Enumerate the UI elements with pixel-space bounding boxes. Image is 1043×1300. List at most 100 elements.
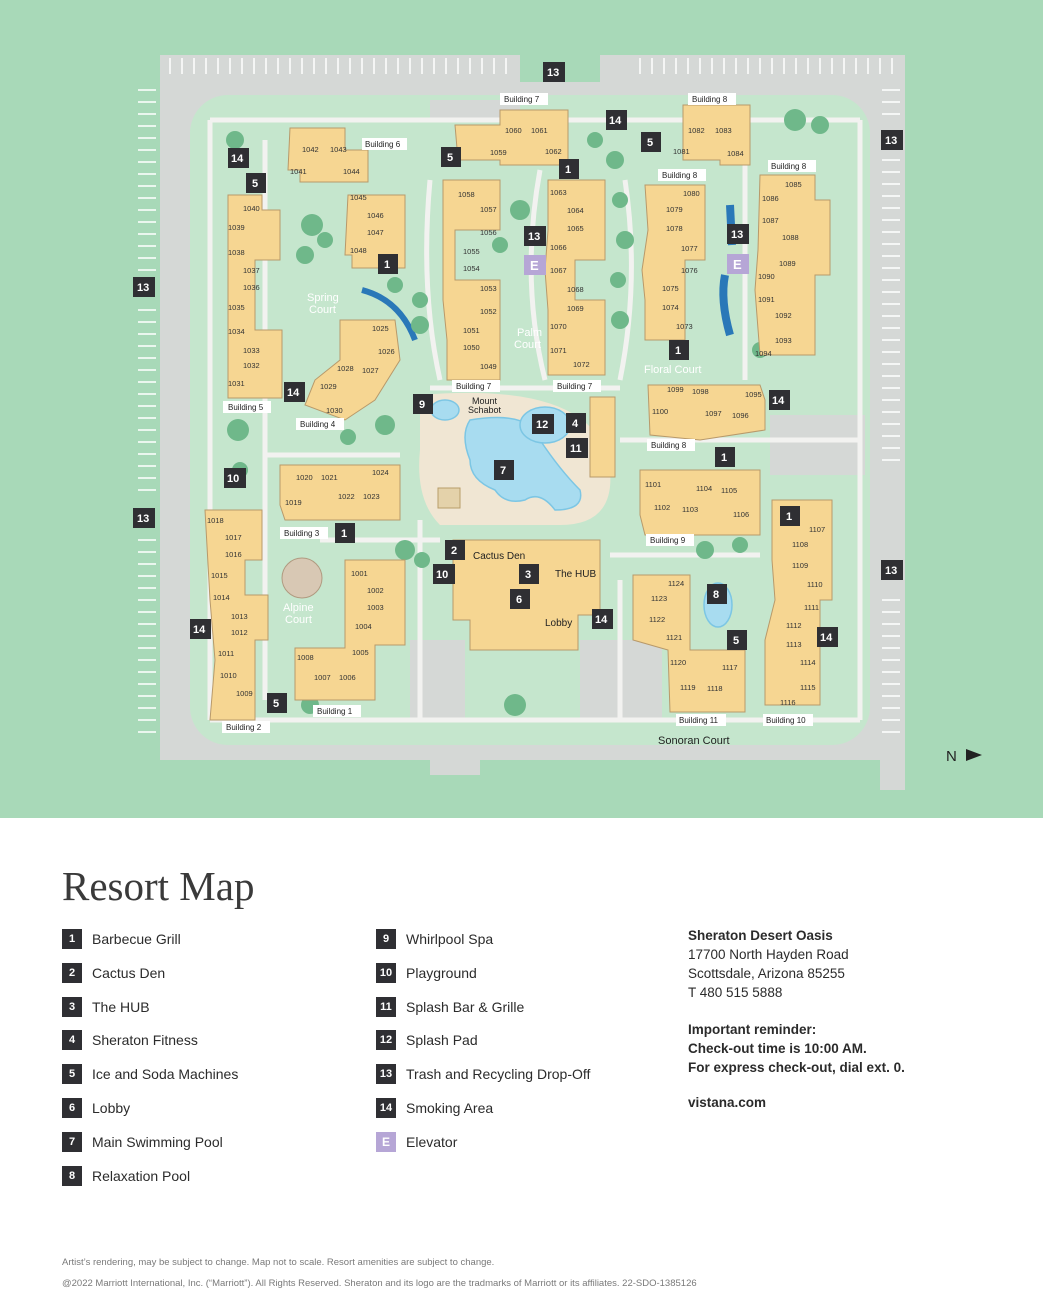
marker-13: 13 bbox=[881, 560, 903, 580]
svg-text:1048: 1048 bbox=[350, 246, 367, 255]
marker-13: 13 bbox=[133, 508, 155, 528]
svg-text:1019: 1019 bbox=[285, 498, 302, 507]
svg-text:1043: 1043 bbox=[330, 145, 347, 154]
svg-text:13: 13 bbox=[547, 67, 559, 79]
svg-text:1104: 1104 bbox=[696, 484, 712, 493]
legend-badge: 4 bbox=[62, 1030, 82, 1051]
marker-4: 4 bbox=[566, 413, 586, 433]
marker-1: 1 bbox=[559, 159, 579, 179]
phone-number: T 480 515 5888 bbox=[688, 985, 783, 1000]
svg-text:1085: 1085 bbox=[785, 180, 802, 189]
svg-text:1004: 1004 bbox=[355, 622, 372, 631]
marker-10: 10 bbox=[433, 564, 455, 584]
svg-text:1010: 1010 bbox=[220, 671, 237, 680]
svg-text:1040: 1040 bbox=[243, 204, 260, 213]
marker-7: 7 bbox=[494, 460, 514, 480]
svg-text:1030: 1030 bbox=[326, 406, 343, 415]
disclaimer-text: Artist’s rendering, may be subject to ch… bbox=[62, 1257, 495, 1268]
svg-text:1105: 1105 bbox=[721, 486, 737, 495]
svg-text:1005: 1005 bbox=[352, 648, 369, 657]
svg-text:1061: 1061 bbox=[531, 126, 548, 135]
marker-11: 11 bbox=[566, 438, 588, 458]
svg-text:1023: 1023 bbox=[363, 492, 380, 501]
svg-text:1102: 1102 bbox=[654, 503, 670, 512]
alpine-court-label-1: Alpine bbox=[283, 602, 314, 614]
legend-label: Whirlpool Spa bbox=[406, 931, 494, 947]
website-link[interactable]: vistana.com bbox=[688, 1095, 767, 1110]
svg-text:1103: 1103 bbox=[682, 505, 698, 514]
alpine-court-label-2: Court bbox=[285, 614, 312, 626]
cactus-den-map-label: Cactus Den bbox=[473, 551, 525, 562]
svg-text:1: 1 bbox=[384, 259, 390, 271]
svg-text:1081: 1081 bbox=[673, 147, 690, 156]
building-11-label: Building 11 bbox=[679, 716, 719, 725]
svg-text:1036: 1036 bbox=[243, 283, 260, 292]
cabana bbox=[437, 487, 461, 509]
svg-text:7: 7 bbox=[500, 465, 506, 477]
svg-text:1096: 1096 bbox=[732, 411, 749, 420]
svg-text:1: 1 bbox=[786, 511, 792, 523]
marker-13: 13 bbox=[524, 226, 546, 246]
svg-text:1084: 1084 bbox=[727, 149, 744, 158]
svg-text:1033: 1033 bbox=[243, 346, 260, 355]
svg-text:2: 2 bbox=[451, 545, 457, 557]
marker-8: 8 bbox=[707, 584, 727, 604]
marker-5: 5 bbox=[246, 173, 266, 193]
marker-14: 14 bbox=[769, 390, 790, 410]
svg-text:1100: 1100 bbox=[652, 407, 668, 416]
svg-text:1098: 1098 bbox=[692, 387, 709, 396]
svg-text:1124: 1124 bbox=[668, 579, 684, 588]
legend-badge: 11 bbox=[376, 996, 396, 1017]
legend-badge: 6 bbox=[62, 1097, 82, 1118]
svg-text:1108: 1108 bbox=[792, 540, 808, 549]
resort-name: Sheraton Desert Oasis bbox=[688, 928, 833, 943]
svg-text:1090: 1090 bbox=[758, 272, 775, 281]
legend-label: Smoking Area bbox=[406, 1099, 494, 1116]
svg-text:1083: 1083 bbox=[715, 126, 732, 135]
north-arrow-icon bbox=[966, 749, 982, 761]
building-10-label: Building 10 bbox=[766, 716, 806, 725]
svg-text:14: 14 bbox=[287, 387, 300, 399]
svg-text:1013: 1013 bbox=[231, 612, 248, 621]
svg-text:1046: 1046 bbox=[367, 211, 384, 220]
court-labels: Spring Court Palm Court Floral Court Alp… bbox=[283, 292, 730, 747]
svg-text:1060: 1060 bbox=[505, 126, 522, 135]
elevator-icon: E bbox=[376, 1131, 396, 1152]
svg-text:1097: 1097 bbox=[705, 409, 722, 418]
svg-text:1045: 1045 bbox=[350, 193, 367, 202]
svg-text:1041: 1041 bbox=[290, 167, 307, 176]
building-8-label-mid: Building 8 bbox=[662, 171, 698, 180]
svg-text:E: E bbox=[530, 258, 539, 273]
marker-1: 1 bbox=[378, 254, 398, 274]
svg-text:1063: 1063 bbox=[550, 188, 567, 197]
svg-text:1017: 1017 bbox=[225, 533, 242, 542]
svg-text:1026: 1026 bbox=[378, 347, 395, 356]
svg-text:1055: 1055 bbox=[463, 247, 480, 256]
svg-text:13: 13 bbox=[731, 229, 743, 241]
sonoran-court-label: Sonoran Court bbox=[658, 735, 730, 747]
svg-text:9: 9 bbox=[419, 399, 425, 411]
svg-text:6: 6 bbox=[516, 594, 522, 606]
svg-text:1039: 1039 bbox=[228, 223, 245, 232]
svg-text:10: 10 bbox=[227, 473, 239, 485]
resort-contact-info: Sheraton Desert Oasis 17700 North Hayden… bbox=[688, 926, 905, 1112]
legend-badge: 7 bbox=[62, 1131, 82, 1152]
legend-label: Trash and Recycling Drop-Off bbox=[406, 1066, 591, 1083]
marker-10: 10 bbox=[224, 468, 246, 488]
marker-5: 5 bbox=[267, 693, 287, 713]
svg-text:1120: 1120 bbox=[670, 658, 686, 667]
marker-1: 1 bbox=[715, 447, 735, 467]
svg-text:1086: 1086 bbox=[762, 194, 779, 203]
buildings bbox=[204, 104, 833, 721]
marker-14: 14 bbox=[606, 110, 627, 130]
svg-text:1059: 1059 bbox=[490, 148, 507, 157]
